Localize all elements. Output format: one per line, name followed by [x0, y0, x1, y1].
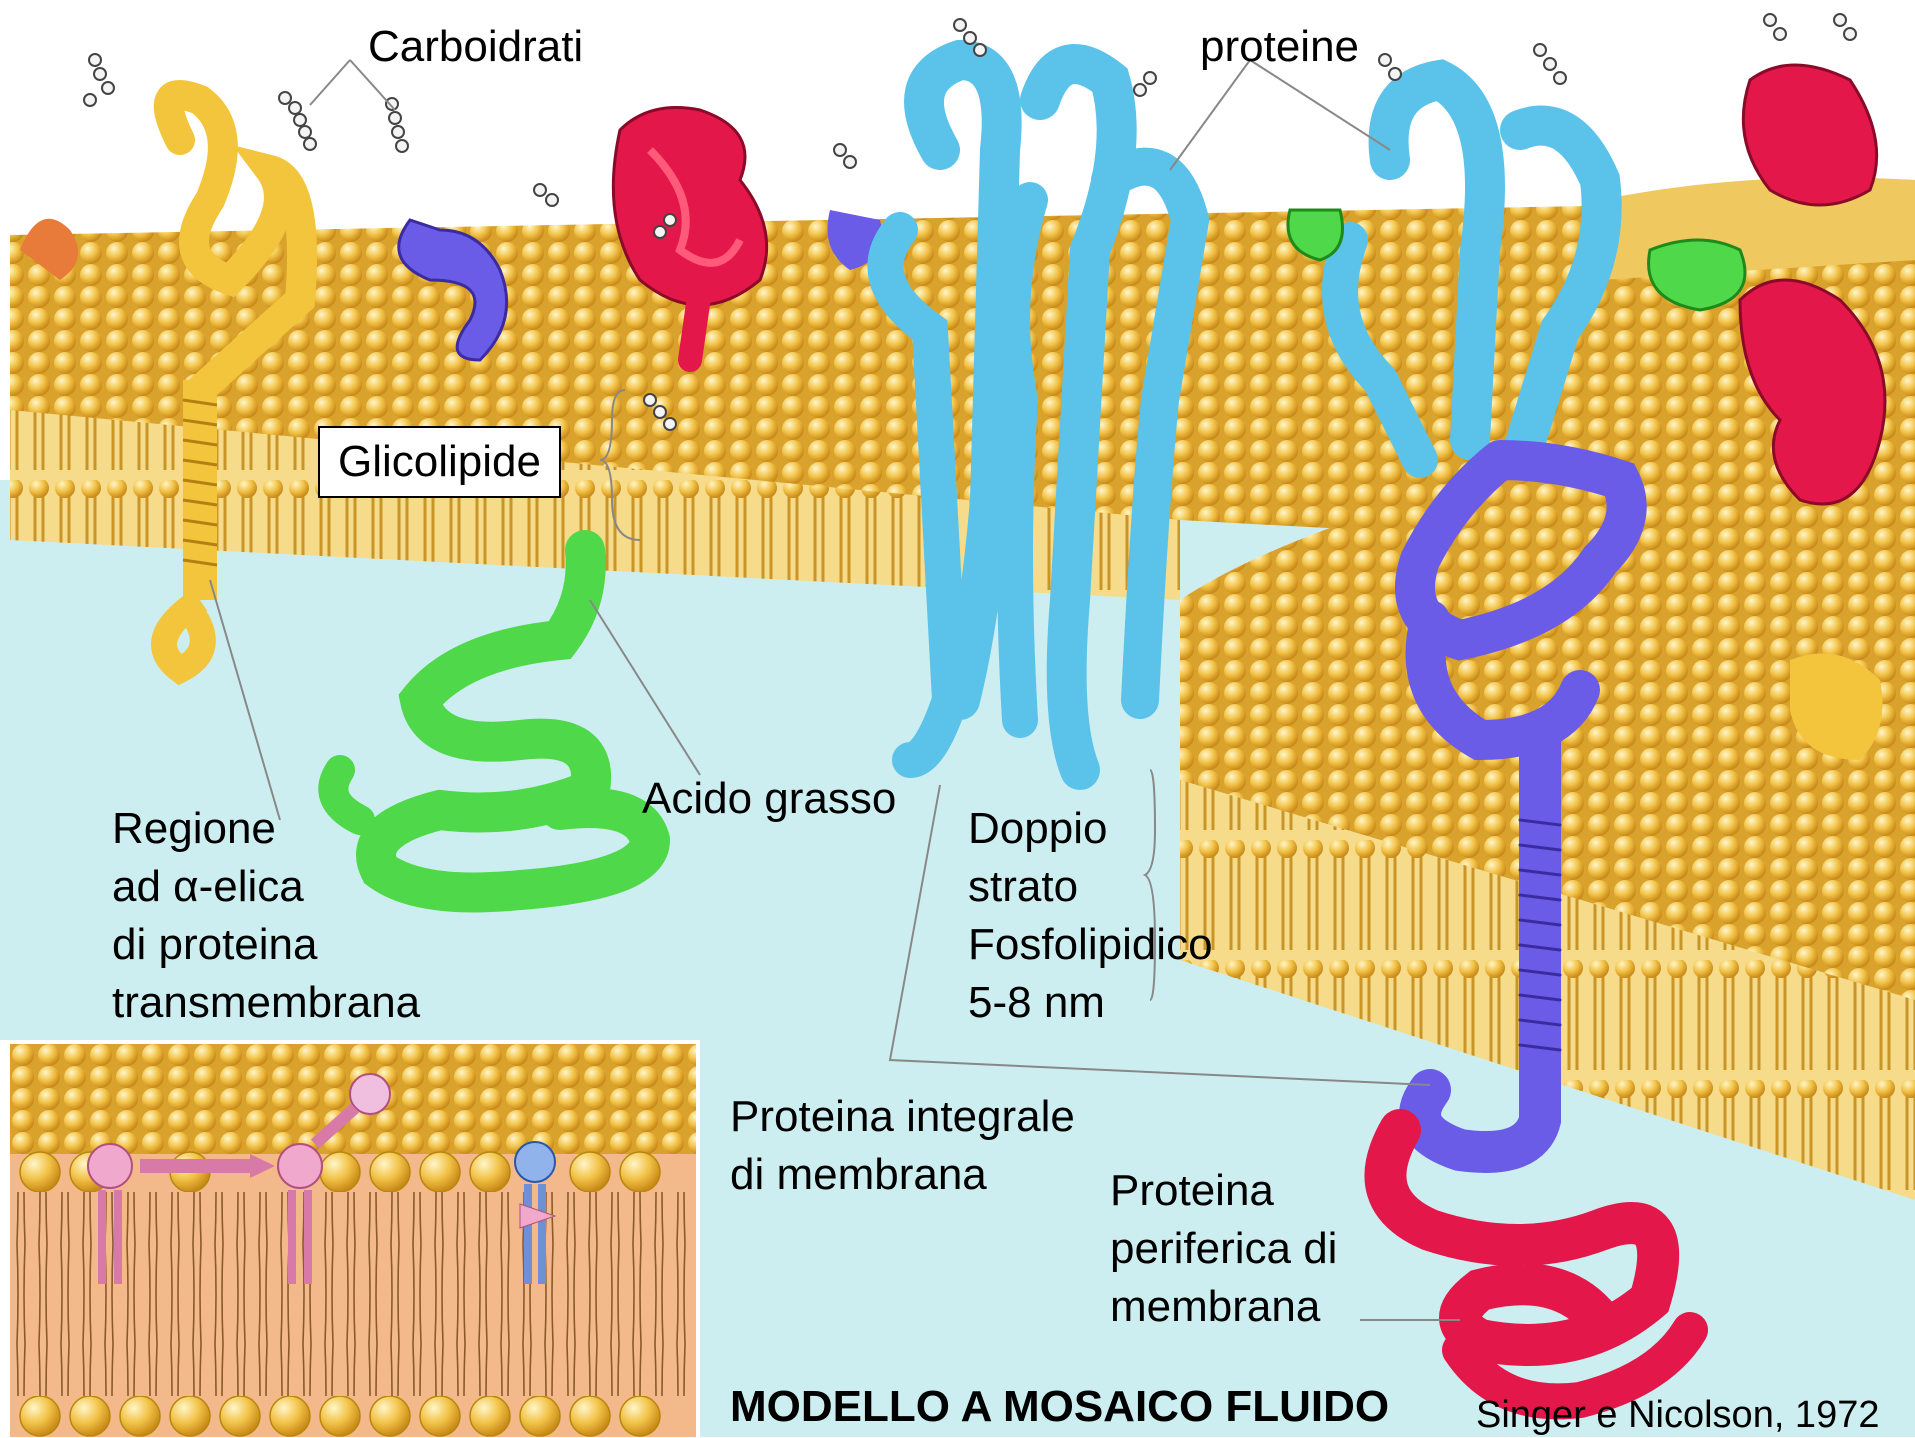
glycolipid-label: Glicolipide [318, 426, 561, 498]
peripheral-line-2: periferica di [1110, 1220, 1337, 1278]
bilayer-line-2: strato [968, 858, 1213, 916]
alpha-helix-line-4: transmembrana [112, 974, 420, 1032]
bilayer-line-3: Fosfolipidico [968, 916, 1213, 974]
integral-protein-label: Proteina integrale di membrana [730, 1088, 1075, 1204]
citation: Singer e Nicolson, 1972 [1476, 1392, 1879, 1438]
peripheral-line-1: Proteina [1110, 1162, 1337, 1220]
phospholipid-bilayer-label: Doppio strato Fosfolipidico 5-8 nm [968, 800, 1213, 1032]
alpha-helix-region-label: Regione ad α-elica di proteina transmemb… [112, 800, 420, 1032]
proteins-label: proteine [1200, 18, 1359, 76]
alpha-helix-line-1: Regione [112, 800, 420, 858]
carbohydrates-label: Carboidrati [368, 18, 583, 76]
alpha-helix-line-2: ad α-elica [112, 858, 420, 916]
peripheral-line-3: membrana [1110, 1278, 1337, 1336]
inset-lipid-movement [10, 1044, 696, 1437]
integral-line-2: di membrana [730, 1146, 1075, 1204]
bilayer-line-1: Doppio [968, 800, 1213, 858]
peripheral-protein-label: Proteina periferica di membrana [1110, 1162, 1337, 1336]
integral-line-1: Proteina integrale [730, 1088, 1075, 1146]
diagram-title: MODELLO A MOSAICO FLUIDO [730, 1378, 1389, 1436]
bilayer-line-4: 5-8 nm [968, 974, 1213, 1032]
alpha-helix-line-3: di proteina [112, 916, 420, 974]
fatty-acid-label: Acido grasso [642, 770, 896, 828]
